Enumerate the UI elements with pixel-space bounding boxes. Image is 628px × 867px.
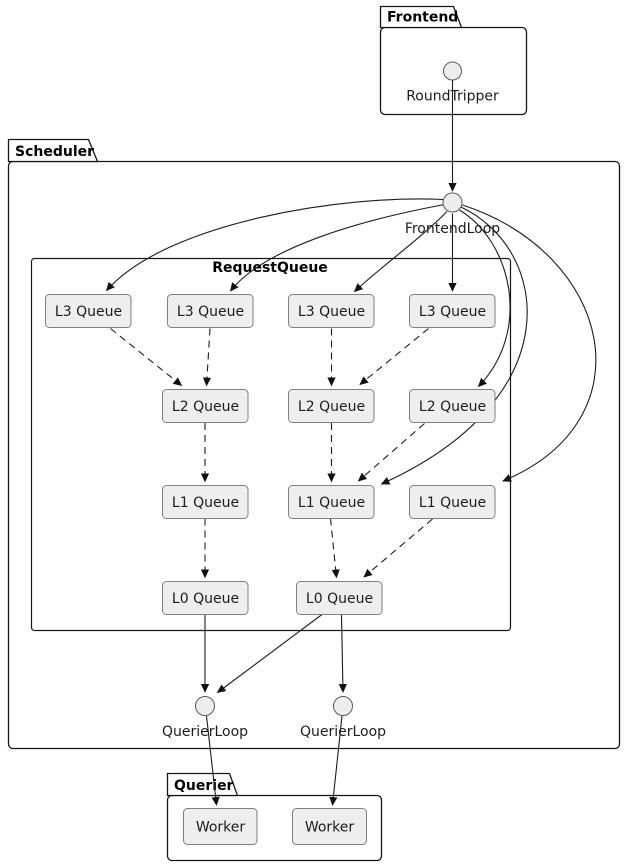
l1-queue-node-1: L1 Queue (162, 485, 249, 519)
querier-loop-label-2: QuerierLoop (300, 724, 386, 740)
l3-queue-box-3 (288, 294, 375, 328)
scheduler-package-tab (7, 138, 99, 163)
l2-queue-box-1 (162, 389, 249, 423)
l2-queue-label-3: L2 Queue (419, 399, 486, 415)
edge-frontendloop-l3queue-2 (229, 203, 445, 292)
edge-frontendloop-l1queue-3 (462, 204, 597, 482)
l3-queue-box-2 (167, 294, 254, 328)
l1-queue-node-3: L1 Queue (409, 485, 496, 519)
worker-label-2: Worker (305, 820, 355, 836)
worker-box-1 (183, 808, 258, 845)
querier-loop-port-icon-1 (195, 696, 215, 716)
scheduler-package-title: Scheduler (15, 144, 94, 160)
l3-queue-node-4: L3 Queue (409, 294, 496, 328)
edge-frontendloop-l3queue-3 (353, 211, 448, 293)
l1-queue-box-3 (409, 485, 496, 519)
edges-layer (105, 80, 597, 806)
l1-queue-node-2: L1 Queue (288, 485, 375, 519)
l1-queue-box-1 (162, 485, 249, 519)
l3-queue-node-1: L3 Queue (45, 294, 132, 328)
l2-queue-label-1: L2 Queue (172, 399, 239, 415)
edge-l1queue2-l0queue2 (329, 518, 340, 579)
edge-l1queue3-l0queue2 (363, 518, 433, 578)
frontend-loop-label: FrontendLoop (405, 221, 500, 237)
l2-queue-node-3: L2 Queue (409, 389, 496, 423)
edge-frontendloop-l1queue-2 (380, 206, 528, 485)
querier-package-tab (166, 772, 239, 797)
l3-queue-box-1 (45, 294, 132, 328)
l3-queue-label-3: L3 Queue (298, 304, 365, 320)
l0-queue-box-2 (296, 581, 383, 615)
querier-loop-node-2: QuerierLoop (300, 696, 386, 740)
l2-queue-box-2 (288, 389, 375, 423)
l3-queue-node-2: L3 Queue (167, 294, 254, 328)
edge-l2queue3-l1queue2 (357, 423, 425, 482)
frontend-package-title: Frontend (387, 10, 458, 26)
l1-queue-label-2: L1 Queue (298, 495, 365, 511)
l3-queue-box-4 (409, 294, 496, 328)
edge-querierloop2-worker2 (329, 715, 343, 806)
l1-queue-label-3: L1 Queue (419, 495, 486, 511)
l0-queue-node-1: L0 Queue (162, 581, 249, 615)
l2-queue-node-1: L2 Queue (162, 389, 249, 423)
worker-label-1: Worker (196, 820, 246, 836)
l0-queue-label-1: L0 Queue (172, 591, 239, 607)
l3-queue-label-1: L3 Queue (55, 304, 122, 320)
l2-queue-label-2: L2 Queue (298, 399, 365, 415)
worker-box-2 (292, 808, 367, 845)
l1-queue-label-1: L1 Queue (172, 495, 239, 511)
worker-node-1: Worker (183, 808, 258, 845)
l3-queue-label-2: L3 Queue (177, 304, 244, 320)
querier-loop-port-icon-2 (333, 696, 353, 716)
round-tripper-label: RoundTripper (406, 89, 499, 105)
edge-l3queue1-l2queue1 (110, 328, 183, 387)
edge-querierloop1-worker1 (205, 715, 220, 806)
frontend-loop-node: FrontendLoop (405, 192, 500, 237)
worker-node-2: Worker (292, 808, 367, 845)
querier-loop-label-1: QuerierLoop (162, 724, 248, 740)
round-tripper-port-icon (443, 61, 462, 81)
l0-queue-label-2: L0 Queue (306, 591, 373, 607)
l3-queue-node-3: L3 Queue (288, 294, 375, 328)
edge-l0queue2-querierloop2 (338, 614, 347, 693)
edge-frontendloop-l3queue-1 (105, 198, 444, 292)
l0-queue-box-1 (162, 581, 249, 615)
round-tripper-node: RoundTripper (406, 61, 499, 105)
l2-queue-node-2: L2 Queue (288, 389, 375, 423)
l1-queue-box-2 (288, 485, 375, 519)
request-queue-frame-title: RequestQueue (212, 260, 328, 276)
edge-l3queue2-l2queue1 (202, 328, 212, 387)
edge-l0queue2-querierloop1 (216, 614, 323, 694)
frontend-loop-port-icon (442, 192, 463, 213)
l2-queue-box-3 (409, 389, 496, 423)
edge-l3queue4-l2queue2 (359, 328, 429, 386)
querier-loop-node-1: QuerierLoop (162, 696, 248, 740)
frontend-package-tab (379, 5, 463, 29)
l3-queue-label-4: L3 Queue (419, 304, 486, 320)
querier-package-title: Querier (174, 778, 234, 794)
l0-queue-node-2: L0 Queue (296, 581, 383, 615)
edge-frontendloop-l2queue-3 (459, 209, 511, 388)
